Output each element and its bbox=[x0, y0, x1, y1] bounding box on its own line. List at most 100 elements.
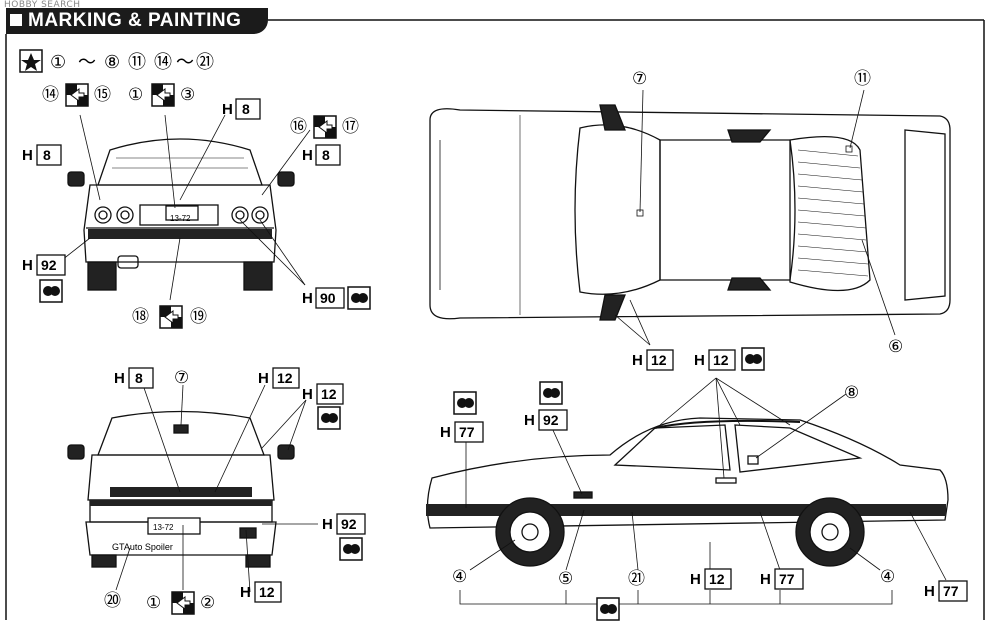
top-callout-7: ⑦ bbox=[632, 69, 647, 88]
front-color-box-12-bottom bbox=[254, 581, 282, 603]
side-door-handle bbox=[715, 477, 737, 484]
top-callout-11: ⑪ bbox=[854, 69, 871, 88]
top-color-h12-a: 12 bbox=[651, 352, 667, 368]
legend-part-1: ① bbox=[50, 52, 66, 72]
rear-dot-92 bbox=[39, 279, 63, 303]
tail-light-l1 bbox=[94, 206, 112, 224]
top-color-h12-b: 12 bbox=[713, 352, 729, 368]
side-window-front bbox=[613, 424, 731, 471]
rear-h-prefix-90: H bbox=[302, 290, 313, 307]
page-title: MARKING & PAINTING bbox=[28, 10, 242, 31]
rear-callout-3: ③ bbox=[180, 85, 195, 104]
front-license-plate bbox=[147, 517, 201, 535]
side-h-prefix-77-left: H bbox=[440, 424, 451, 441]
rear-callout-14: ⑭ bbox=[42, 85, 59, 104]
front-plate-text: 13-72 bbox=[153, 523, 174, 532]
front-color-h12-right: 12 bbox=[321, 386, 337, 402]
rear-window bbox=[97, 138, 263, 186]
side-callout-4-right: ④ bbox=[880, 567, 895, 586]
front-callout-2: ② bbox=[200, 593, 215, 612]
side-h-prefix-12-bottom: H bbox=[690, 571, 701, 588]
front-tire-left bbox=[91, 554, 117, 568]
rear-callout-15: ⑮ bbox=[94, 85, 111, 104]
rear-callout-18: ⑱ bbox=[132, 307, 149, 326]
front-callout-7: ⑦ bbox=[174, 368, 189, 387]
top-dot-12 bbox=[741, 347, 765, 371]
side-color-box-77-right bbox=[938, 580, 968, 602]
front-windshield bbox=[97, 410, 265, 456]
front-callout-1: ① bbox=[146, 593, 161, 612]
side-fuel-door bbox=[747, 455, 759, 465]
front-h-prefix-12-top: H bbox=[258, 370, 269, 387]
tail-light-r1 bbox=[231, 206, 249, 224]
side-body bbox=[426, 417, 949, 529]
side-fender-badge bbox=[573, 491, 593, 499]
top-roof bbox=[659, 139, 796, 281]
rear-callout-1: ① bbox=[128, 85, 143, 104]
rear-license-plate bbox=[165, 205, 199, 221]
side-color-h77-left: 77 bbox=[459, 424, 475, 440]
front-mirror-left bbox=[67, 444, 85, 460]
mirror-left bbox=[67, 171, 85, 187]
side-dot-77 bbox=[453, 391, 477, 415]
header-square-icon bbox=[10, 14, 22, 26]
rear-color-box-90 bbox=[315, 287, 345, 309]
top-callout-6: ⑥ bbox=[888, 337, 903, 356]
rear-panel bbox=[139, 204, 219, 226]
exhaust bbox=[117, 255, 139, 269]
legend-tilde-2: 〜 bbox=[176, 52, 194, 72]
top-window-right bbox=[727, 277, 772, 291]
front-h-prefix-12-right: H bbox=[302, 386, 313, 403]
top-body bbox=[429, 108, 951, 320]
rear-dot-90 bbox=[347, 286, 371, 310]
side-color-h92: 92 bbox=[543, 412, 559, 428]
rear-color-h92: 92 bbox=[41, 257, 57, 273]
legend-part-11: ⑪ bbox=[128, 52, 146, 72]
front-fog-light bbox=[239, 527, 257, 539]
front-color-box-12-right bbox=[316, 383, 344, 405]
side-color-h12-bottom: 12 bbox=[709, 571, 725, 587]
front-dot-92 bbox=[339, 537, 363, 561]
rear-color-h8-main: 8 bbox=[242, 101, 250, 117]
rear-color-h8-right: 8 bbox=[322, 147, 330, 163]
rear-h-prefix-right: H bbox=[302, 147, 313, 164]
front-mirror-right bbox=[277, 444, 295, 460]
front-callout-20: ⑳ bbox=[104, 591, 121, 610]
side-callout-8: ⑧ bbox=[844, 383, 859, 402]
side-dot-bracket bbox=[596, 597, 620, 621]
front-spoiler-text: GTAuto Spoiler bbox=[112, 542, 173, 552]
front-view bbox=[67, 384, 318, 593]
front-h-prefix-8: H bbox=[114, 370, 125, 387]
legend-part-14: ⑭ bbox=[154, 52, 172, 72]
top-mirror-right bbox=[599, 294, 626, 321]
top-h-prefix-b: H bbox=[694, 352, 705, 369]
rear-decal-18-19 bbox=[159, 305, 183, 329]
side-h-prefix-92: H bbox=[524, 412, 535, 429]
side-dot-92 bbox=[539, 381, 563, 405]
top-rear-glass bbox=[789, 136, 871, 292]
rear-callout-17: ⑰ bbox=[342, 117, 359, 136]
rear-bumper-stripe bbox=[88, 229, 272, 239]
front-color-h92: 92 bbox=[341, 516, 357, 532]
front-color-h12-bottom: 12 bbox=[259, 584, 275, 600]
tail-light-l2 bbox=[116, 206, 134, 224]
rear-color-box-left bbox=[36, 144, 62, 166]
front-h-prefix-92: H bbox=[322, 516, 333, 533]
front-color-box-92 bbox=[336, 513, 366, 535]
rear-tire-right bbox=[243, 261, 273, 291]
side-window-rear bbox=[734, 424, 863, 473]
top-windshield bbox=[574, 124, 661, 295]
side-callout-5: ⑤ bbox=[558, 569, 573, 588]
rear-decal-16-17 bbox=[313, 115, 337, 139]
top-color-box-b bbox=[708, 349, 736, 371]
legend-part-21: ㉑ bbox=[196, 52, 214, 72]
front-color-box-8 bbox=[128, 367, 154, 389]
side-callout-4-left: ④ bbox=[452, 567, 467, 586]
watermark: HOBBY SEARCH bbox=[4, 0, 81, 10]
rear-color-box-right bbox=[315, 144, 341, 166]
tail-light-r2 bbox=[251, 206, 269, 224]
side-color-box-12-bottom bbox=[704, 568, 732, 590]
front-decal-1-2 bbox=[171, 591, 195, 615]
top-window-left bbox=[727, 129, 772, 143]
